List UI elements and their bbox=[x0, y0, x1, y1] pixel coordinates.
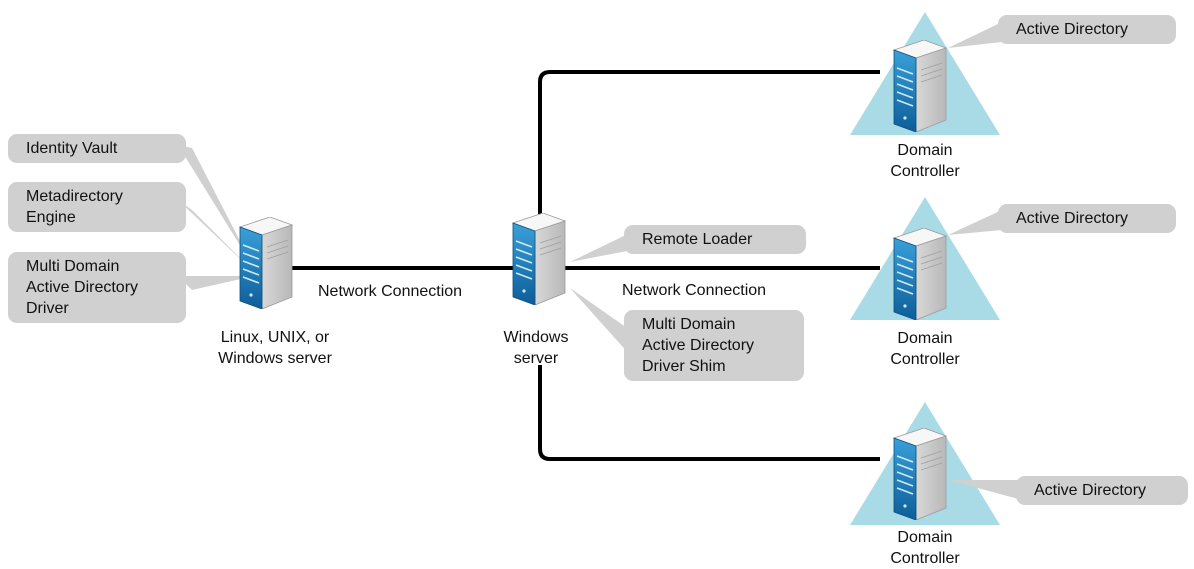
network-connection-label-left: Network Connection bbox=[318, 283, 463, 300]
center-server-label: Windows server bbox=[503, 329, 569, 367]
callout-active-directory-1: Active Directory bbox=[998, 15, 1176, 44]
domain-controller-label-2: Domain Controller bbox=[890, 330, 960, 368]
pointer-driver bbox=[178, 276, 254, 290]
connection-bottom bbox=[538, 365, 880, 461]
pointer-metadirectory bbox=[178, 200, 254, 272]
callout-identity-vault: Identity Vault bbox=[8, 134, 186, 163]
domain-controller-label-1: Domain Controller bbox=[890, 142, 960, 180]
callout-remote-loader: Remote Loader bbox=[624, 225, 806, 254]
network-connection-label-right: Network Connection bbox=[622, 282, 767, 299]
connection-top bbox=[538, 70, 880, 230]
pointer-identity-vault bbox=[178, 145, 254, 268]
left-server-label: Linux, UNIX, or Windows server bbox=[218, 329, 332, 367]
server-icon bbox=[893, 428, 947, 520]
callout-pointers bbox=[178, 22, 1022, 500]
callout-metadirectory-engine: Metadirectory Engine bbox=[8, 182, 186, 232]
server-icon bbox=[893, 228, 947, 320]
domain-controller-label-3: Domain Controller bbox=[890, 529, 960, 567]
pointer-ad-2 bbox=[948, 210, 1002, 235]
pointer-ad-1 bbox=[948, 22, 1002, 48]
server-icon bbox=[893, 40, 947, 132]
pointer-driver-shim bbox=[570, 288, 630, 355]
callout-active-directory-2: Active Directory bbox=[998, 204, 1176, 233]
server-icon bbox=[512, 213, 566, 305]
server-icon bbox=[239, 217, 293, 309]
callout-active-directory-3: Active Directory bbox=[1016, 476, 1188, 505]
callout-driver-shim: Multi Domain Active Directory Driver Shi… bbox=[624, 310, 804, 381]
pointer-remote-loader bbox=[570, 232, 632, 262]
network-lines bbox=[275, 70, 880, 461]
pointer-ad-3 bbox=[948, 480, 1022, 500]
callout-multi-domain-driver: Multi Domain Active Directory Driver bbox=[8, 252, 186, 323]
